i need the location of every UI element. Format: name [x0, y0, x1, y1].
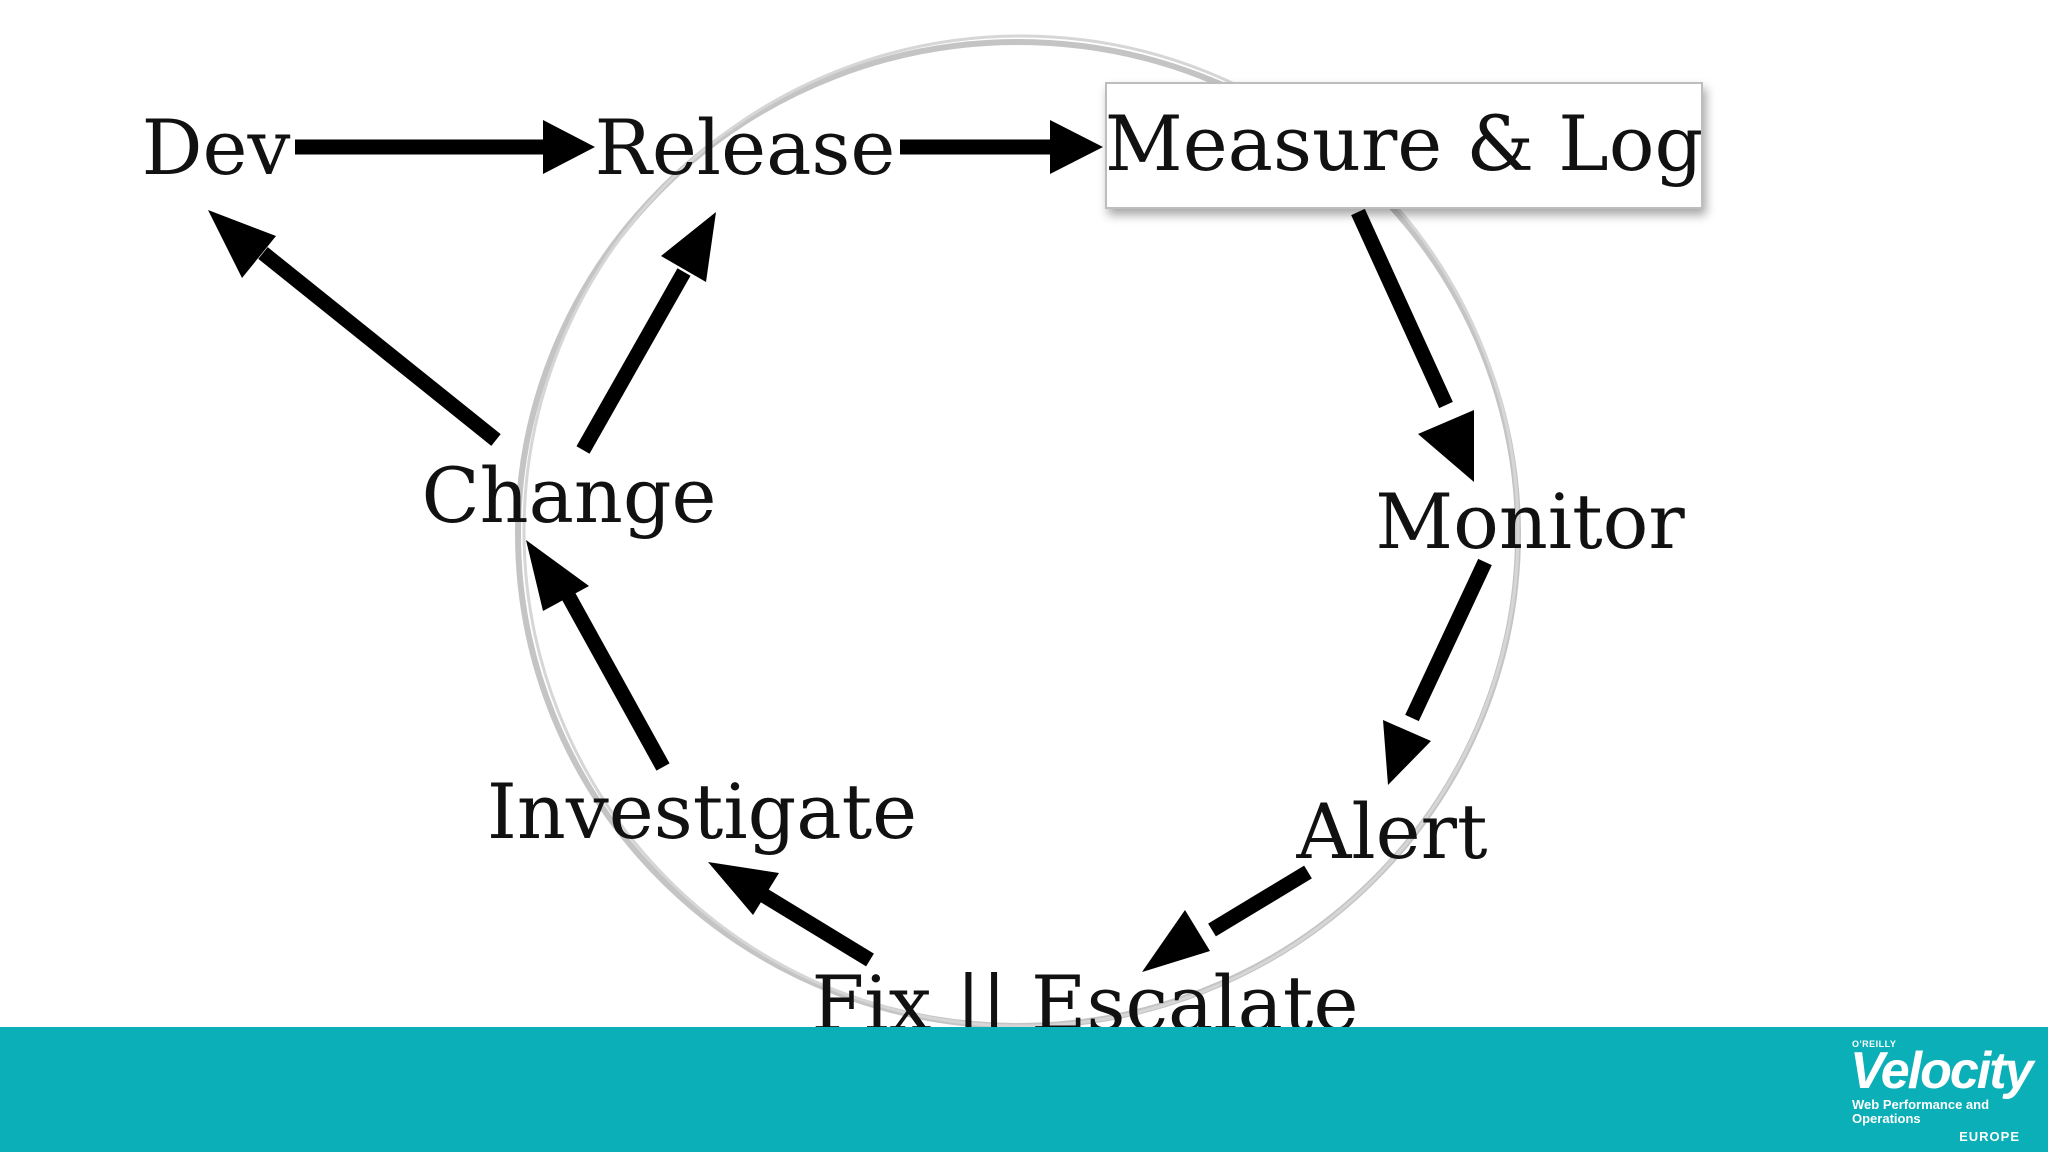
arrow-monitor-to-alert	[1383, 558, 1492, 785]
arrow-alert-to-fix	[1142, 865, 1312, 972]
node-monitor: Monitor	[1375, 477, 1685, 566]
footer-bar	[0, 1027, 2048, 1152]
measure-log-highlight-box	[1105, 82, 1703, 209]
arrow-dev-to-release	[295, 120, 595, 174]
node-release: Release	[595, 103, 896, 192]
logo-region: EUROPE	[1959, 1129, 2020, 1144]
node-investigate: Investigate	[487, 767, 917, 856]
node-change: Change	[422, 451, 717, 540]
logo-publisher: O'REILLY	[1852, 1039, 1897, 1049]
cycle-circle	[515, 34, 1521, 1029]
arrow-release-to-measure	[900, 120, 1103, 174]
arrow-investigate-to-change	[526, 540, 670, 771]
logo-tagline: Web Performance and Operations	[1852, 1097, 1990, 1126]
node-measure-log: Measure & Log	[1105, 99, 1703, 188]
arrow-fix-to-investigate	[708, 862, 874, 967]
logo-name: Velocity	[1850, 1042, 2033, 1100]
velocity-europe-logo: O'REILLY Velocity Web Performance and Op…	[1850, 1035, 2033, 1147]
arrow-measure-to-monitor	[1351, 208, 1474, 482]
arrow-change-to-dev	[208, 210, 501, 446]
node-alert: Alert	[1295, 787, 1487, 876]
node-dev: Dev	[142, 103, 291, 192]
arrow-change-to-release	[576, 212, 716, 454]
